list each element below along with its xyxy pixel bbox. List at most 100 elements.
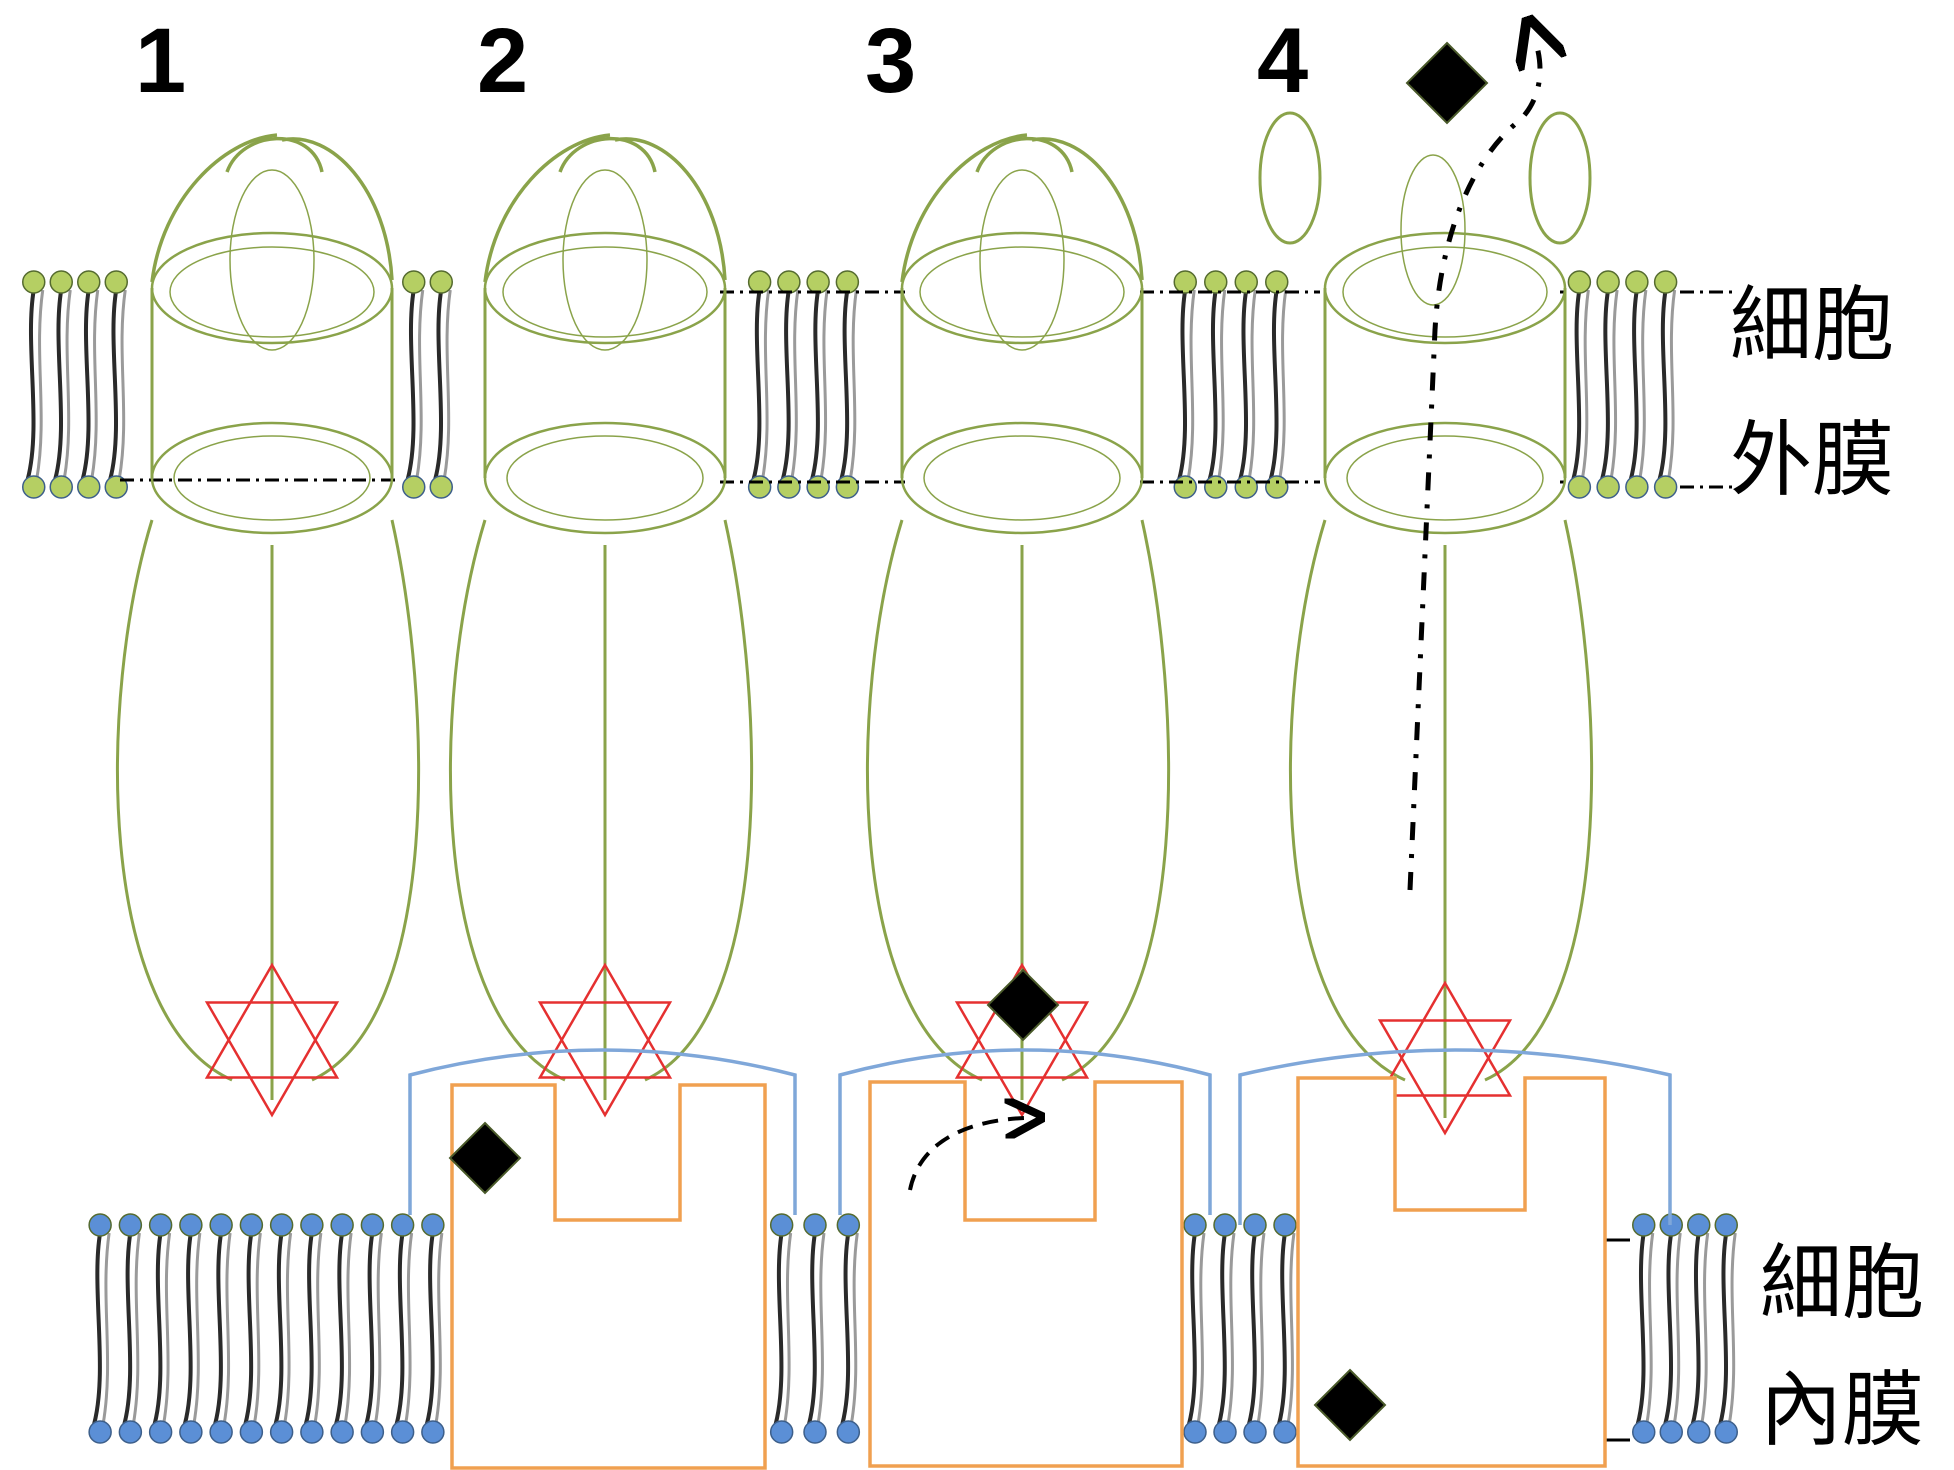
lipid-tail [1247,1232,1257,1425]
lipid-head-top [1173,270,1197,294]
lipid-head-bottom [88,1420,112,1444]
lipid-head-bottom [1659,1420,1683,1444]
outer-membrane-label-line2: 外膜 [1730,413,1895,508]
lipid-head-bottom [836,1420,861,1444]
outer-membrane-segment-1 [22,270,128,499]
stage-3-number: 3 [865,10,917,112]
lipid-tail [122,1232,133,1425]
lipid-head-bottom [835,475,860,499]
lipid-head-top [1687,1213,1711,1237]
lipid-tail [1268,289,1279,480]
inner-transporter [450,1083,767,1470]
lipid-head-top [1714,1213,1738,1237]
lipid-head-bottom [239,1420,264,1444]
periplasmic-body-right [644,519,754,1082]
lipid-head-top [1234,270,1258,294]
gate-petal-mid [975,136,1074,173]
lipid-tail [243,1232,254,1425]
substrate-stage-4-inner [1313,1368,1387,1442]
outer-membrane-segment-4 [1173,270,1289,499]
lipid-tail-shadow [1645,1232,1655,1425]
lipid-tail-shadow [252,1232,262,1425]
lipid-head-top [1243,1213,1267,1237]
lipid-tail [1277,1232,1287,1425]
lipid-head-top [806,270,830,294]
lipid-head-top [88,1213,112,1237]
cap-stage-4 [1238,1048,1672,1225]
membranes [22,270,1738,1444]
lipid-head-bottom [429,475,453,499]
lipid-tail-shadow [442,289,452,480]
lipid-head-bottom [390,1420,415,1444]
gate-petal-left [150,133,278,283]
star-triangle-up [954,962,1090,1079]
periplasmic-body-left [448,519,566,1082]
lipid-head-top [209,1213,233,1237]
bottom-ring-outer [483,421,727,535]
lipid-head-top [148,1213,173,1237]
star-triangle-down [204,1001,340,1118]
lipid-head-top [1625,270,1649,294]
lipid-tail [810,289,821,480]
lipid-head-top [360,1213,385,1237]
periplasmic-body-right [1061,519,1171,1082]
lipid-head-top [22,270,46,294]
lipid-tail [92,1232,103,1425]
lipid-tail [1207,289,1218,480]
lipid-head-top [803,1213,827,1237]
bottom-ring-inner [506,435,704,521]
stage-1-number: 1 [135,10,187,112]
lipid-head-bottom [1653,475,1678,499]
bottom-ring-inner [923,435,1121,521]
lipid-tail [1635,1232,1646,1425]
lipid-head-top [1653,270,1678,294]
lipid-tail-shadow [313,1232,323,1425]
lipid-head-top [1183,1213,1207,1237]
lipid-tail [213,1232,224,1425]
lipid-tail [773,1232,784,1425]
lipid-head-top [402,270,426,294]
gate-petal-right [281,137,394,281]
lipid-tail-shadow [1609,289,1619,480]
top-ring-outer [150,231,394,345]
lipid-head-bottom [1213,1420,1237,1444]
star-triangle-up [204,962,340,1079]
inner-membrane-label-line2: 內膜 [1760,1363,1925,1458]
bottom-ring-outer [150,421,394,535]
lipid-head-bottom [777,475,801,499]
lipid-tail-shadow [162,1232,172,1425]
lipid-tail [152,1232,163,1425]
lipid-head-top [429,270,453,294]
lipid-tail-shadow [415,289,425,480]
lipid-head-bottom [1204,475,1228,499]
lipid-head-bottom [1183,1420,1207,1444]
lipid-head-bottom [269,1420,294,1444]
lipid-head-bottom [747,475,772,499]
inner-membrane-segment-4 [1632,1213,1738,1444]
lipid-tail-shadow [1196,1232,1206,1425]
lipid-head-top [104,270,128,294]
outer-membrane-segment-3 [747,270,860,499]
inner-membrane-segment-3 [1183,1213,1297,1444]
cap-outline [1238,1048,1672,1225]
lipid-tail-shadow [1278,289,1288,480]
gate-petal-right [614,137,727,281]
lipid-tail-shadow [131,1232,141,1425]
gate-petal-left [483,133,611,283]
lipid-tail [1600,289,1611,480]
lipid-tail [1663,1232,1674,1425]
open-petal-left [1258,111,1322,245]
lipid-tail [364,1232,375,1425]
gate-petal-center [229,169,315,351]
top-ring-outer [900,231,1144,345]
star-triangle-up [537,962,673,1079]
lipid-head-top [179,1213,203,1237]
lipid-tail [1628,289,1639,480]
stage-4-number: 4 [1257,10,1309,112]
lipid-tail-shadow [434,1232,444,1425]
periplasmic-body-right [1484,519,1594,1082]
lipid-tail-shadow [761,289,771,480]
lipid-tail-shadow [816,1232,826,1425]
gate-petal-right [1031,137,1144,281]
lipid-tail [780,289,791,480]
